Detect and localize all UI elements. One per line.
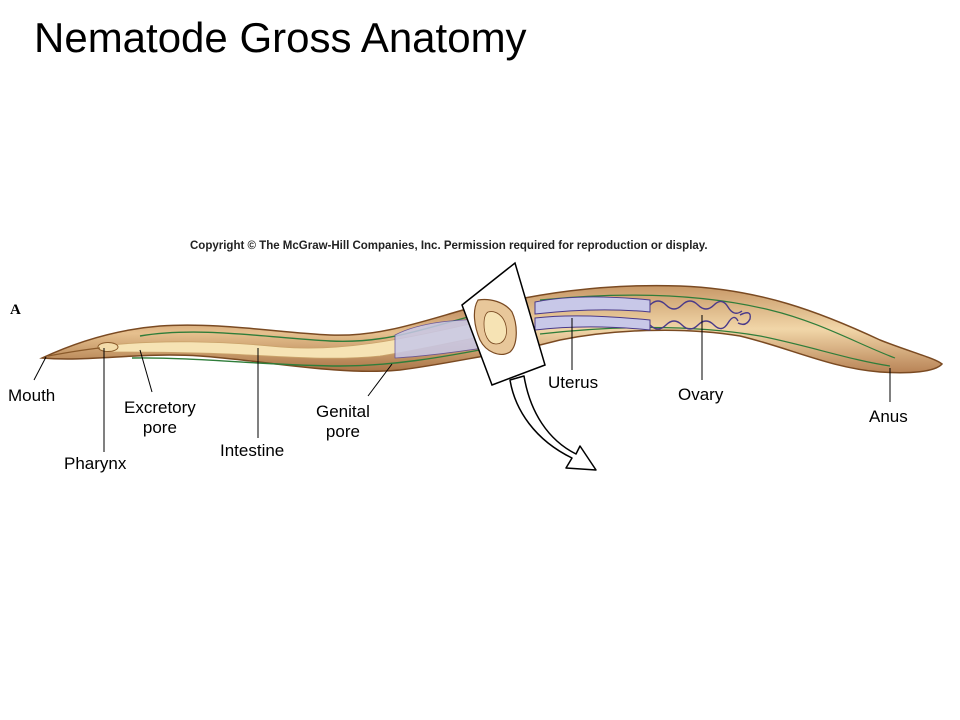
uterus	[534, 296, 651, 315]
lateral-line-posterior	[539, 294, 896, 359]
uterus-lower	[534, 315, 651, 331]
page-title: Nematode Gross Anatomy	[34, 14, 527, 61]
copyright-notice: Copyright © The McGraw-Hill Companies, I…	[190, 240, 708, 252]
ovary	[649, 300, 751, 330]
label-ovary: Ovary	[678, 385, 724, 404]
pharynx	[97, 342, 119, 352]
label-pharynx: Pharynx	[64, 454, 127, 473]
label-uterus: Uterus	[548, 373, 599, 392]
panel-letter: A	[10, 302, 21, 318]
label-mouth: Mouth	[8, 386, 56, 405]
detail-arrow[interactable]	[509, 375, 597, 471]
label-excretory-pore: Excretory pore	[124, 398, 196, 437]
leader-lines	[33, 315, 891, 452]
label-anus: Anus	[869, 407, 908, 426]
label-genital-pore: Genital pore	[316, 402, 370, 441]
label-intestine: Intestine	[220, 441, 285, 460]
lateral-line-lower	[131, 345, 501, 367]
